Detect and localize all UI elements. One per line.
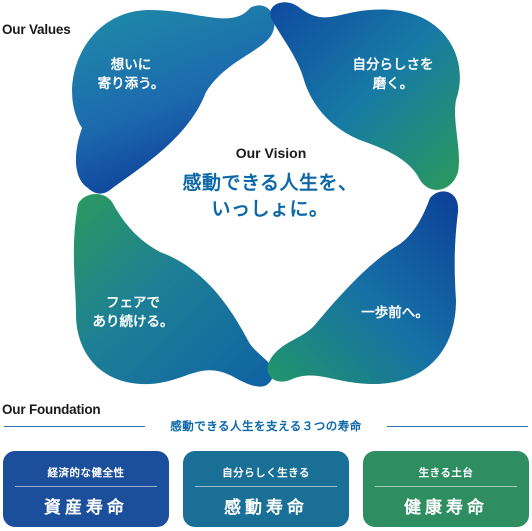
card-title: 感動寿命 — [224, 498, 308, 518]
card-title: 資産寿命 — [44, 498, 128, 518]
value-petal-top-left — [72, 5, 275, 194]
vision-statement-line-2: いっしょに。 — [211, 198, 329, 220]
vision-statement-line-1: 感動できる人生を、 — [182, 172, 358, 194]
vision-heading: Our Vision — [235, 145, 307, 161]
foundation-card-asset-life: 経済的な健全性 資産寿命 — [3, 451, 169, 527]
card-subtitle: 生きる土台 — [418, 467, 474, 479]
card-title: 健康寿命 — [404, 498, 488, 518]
foundation-card-health-life: 生きる土台 健康寿命 — [363, 451, 529, 527]
card-divider — [195, 486, 337, 487]
foundation-heading: Our Foundation — [2, 402, 101, 417]
value-label-4: 一歩前へ。 — [361, 305, 429, 321]
value-label-2: 自分らしさを 磨く。 — [352, 57, 434, 92]
foundation-subtitle: 感動できる人生を支える３つの寿命 — [145, 418, 387, 434]
values-diagram — [72, 2, 460, 387]
values-heading: Our Values — [2, 22, 71, 37]
card-divider — [15, 486, 157, 487]
card-subtitle: 経済的な健全性 — [47, 467, 125, 479]
value-petal-bottom-left — [73, 193, 274, 387]
card-divider — [375, 486, 517, 487]
foundation-card-emotion-life: 自分らしく生きる 感動寿命 — [183, 451, 349, 527]
value-label-3: フェアで あり続ける。 — [92, 295, 174, 330]
card-subtitle: 自分らしく生きる — [222, 467, 310, 479]
value-petal-bottom-right — [267, 191, 459, 384]
value-label-1: 想いに 寄り添う。 — [97, 57, 165, 92]
value-petal-top-right — [270, 2, 460, 190]
